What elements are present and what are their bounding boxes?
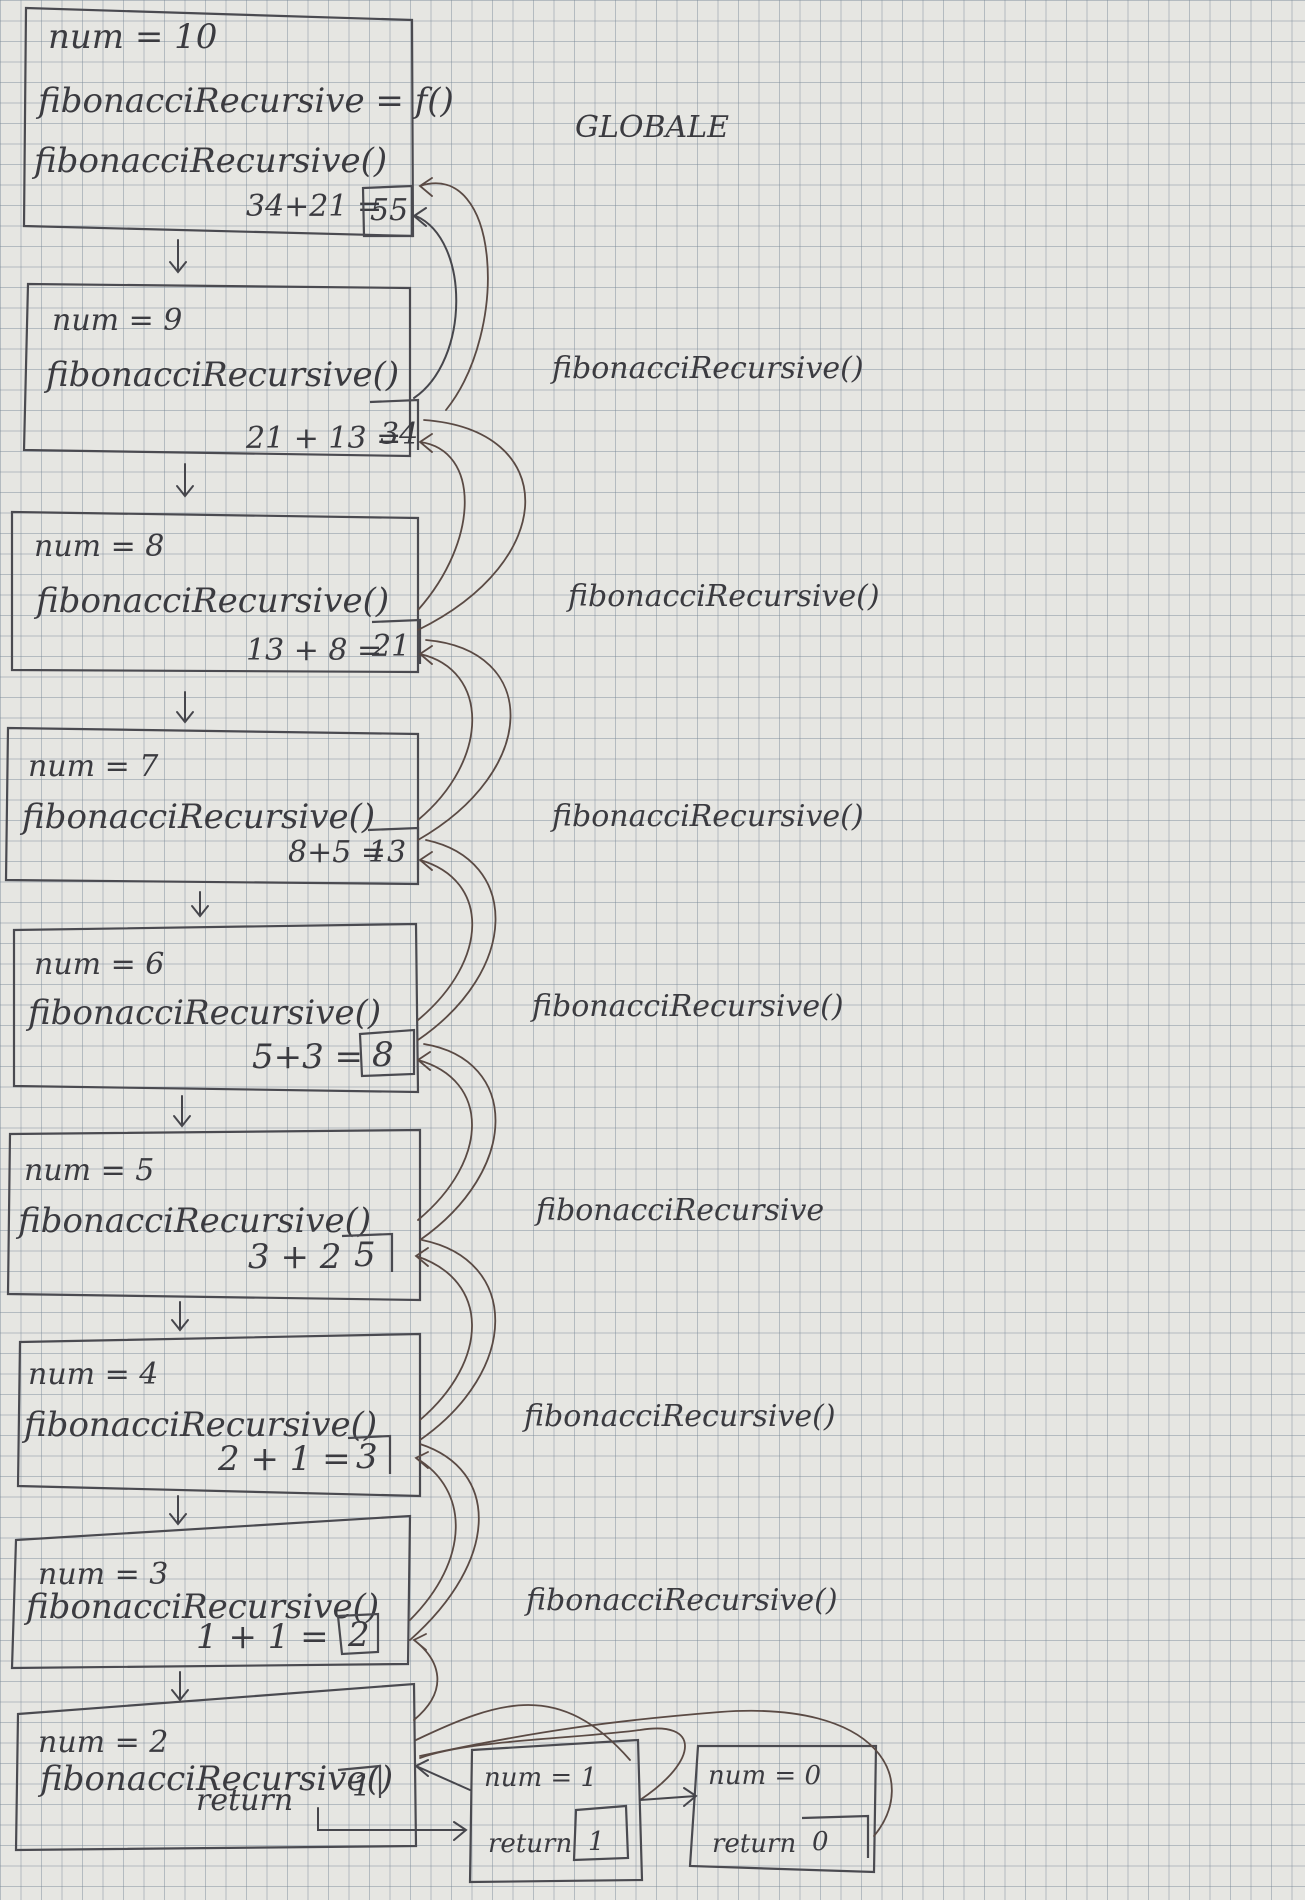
frame-call: fibonacciRecursive() (19, 797, 375, 837)
frame-sum: 2 + 1 = (217, 1439, 351, 1479)
result-box (336, 1612, 380, 1656)
stack-frame-num-6: num = 6 fibonacciRecursive() 5+3 = 8 (12, 922, 420, 1094)
frame-call: fibonacciRecursive() (33, 581, 389, 621)
stack-frame-num-9: num = 9 fibonacciRecursive() 21 + 13 = 3… (22, 282, 420, 458)
frame-result: 34 (380, 417, 418, 452)
frame-call: fibonacciRecursive() (37, 1759, 393, 1799)
stack-frame-num-3: num = 3 fibonacciRecursive() 1 + 1 = 2 (10, 1514, 412, 1670)
stack-frame-num-4: num = 4 fibonacciRecursive() 2 + 1 = 3 (16, 1332, 422, 1498)
result-box (572, 1804, 630, 1862)
result-box (369, 398, 420, 450)
down-arrow-icon (169, 239, 187, 274)
frame-sum: 21 + 13 = (245, 421, 401, 456)
frame-result: 2 (347, 1615, 370, 1655)
side-label: fibonacciRecursive (534, 1193, 824, 1228)
frame-sum: 1 + 1 = (196, 1617, 329, 1657)
stack-frame-num-2: num = 2 fibonacciRecursive() return 1 (14, 1682, 418, 1852)
stack-frame-num-1: num = 1 return 1 (468, 1738, 644, 1884)
frame-result: 1 (588, 1827, 605, 1857)
result-box (337, 1764, 382, 1798)
down-arrow-icon (173, 1095, 191, 1128)
frame-num: num = 3 (38, 1557, 168, 1592)
frame-result: 8 (372, 1035, 394, 1075)
frame-sum: 5+3 = (252, 1037, 363, 1077)
result-box (347, 1434, 392, 1474)
down-arrow-icon (176, 463, 194, 498)
frame-num: num = 7 (28, 749, 159, 784)
result-box (341, 1232, 394, 1272)
side-label: fibonacciRecursive() (522, 1399, 836, 1434)
call-return-arrows (317, 177, 893, 1841)
stack-frame-num-8: num = 8 fibonacciRecursive() 13 + 8 = 21 (10, 510, 422, 674)
side-label: fibonacciRecursive() (566, 579, 880, 614)
result-box (367, 826, 420, 870)
result-box (358, 1028, 416, 1078)
frame-sum: 13 + 8 = (246, 633, 382, 668)
frame-num: num = 0 (708, 1761, 821, 1791)
frame-result: 0 (812, 1827, 829, 1857)
result-box (801, 1814, 870, 1858)
frame-sum: 3 + 2 (248, 1237, 341, 1277)
frame-num: num = 1 (484, 1763, 597, 1793)
frame-call: fibonacciRecursive() (31, 141, 387, 181)
frame-result: 1 (352, 1769, 371, 1804)
frame-num: num = 4 (28, 1357, 158, 1392)
frame-num: num = 10 (48, 17, 217, 57)
down-arrow-icon (191, 891, 209, 918)
frame-num: num = 9 (52, 303, 182, 338)
frame-num: num = 6 (34, 947, 164, 982)
down-arrow-icon (169, 1495, 187, 1526)
frame-result: 55 (370, 193, 408, 228)
frame-call: fibonacciRecursive() (21, 1405, 377, 1445)
frame-call: fibonacciRecursive() (15, 1201, 371, 1241)
side-label: fibonacciRecursive() (530, 989, 844, 1024)
frame-call: fibonacciRecursive() (43, 355, 399, 395)
down-arrow-icon (171, 1671, 189, 1702)
frame-result: 21 (371, 629, 410, 664)
result-box (371, 618, 422, 664)
frame-call: fibonacciRecursive() (23, 1587, 379, 1627)
stack-frame-num-10: num = 10 fibonacciRecursive = f() fibona… (22, 6, 454, 238)
down-arrow-icon (171, 1301, 189, 1332)
frame-call: fibonacciRecursive() (25, 993, 381, 1033)
frame-return: return (488, 1829, 572, 1859)
side-label: fibonacciRecursive() (550, 351, 864, 386)
frame-sum: return (196, 1783, 293, 1818)
frame-result: 5 (354, 1235, 376, 1275)
frame-result: 13 (368, 835, 406, 870)
stack-frame-num-5: num = 5 fibonacciRecursive() 3 + 2 5 (6, 1128, 422, 1302)
side-label: fibonacciRecursive() (550, 799, 864, 834)
result-box (361, 184, 414, 238)
frame-sum: 8+5 = (288, 835, 386, 870)
frame-num: num = 5 (24, 1153, 154, 1188)
stack-frame-num-7: num = 7 fibonacciRecursive() 8+5 = 13 (4, 726, 420, 886)
frame-num: num = 2 (38, 1725, 168, 1760)
side-label: fibonacciRecursive() (524, 1583, 838, 1618)
stack-frame-num-0: num = 0 return 0 (688, 1744, 878, 1874)
frame-call: fibonacciRecursive = f() (35, 81, 454, 121)
frame-num: num = 8 (34, 529, 164, 564)
frame-sum: 34+21 = (246, 189, 382, 224)
down-arrow-icon (176, 691, 194, 724)
frame-return: return (712, 1829, 796, 1859)
frame-result: 3 (356, 1437, 378, 1477)
global-label: GLOBALE (575, 110, 729, 145)
